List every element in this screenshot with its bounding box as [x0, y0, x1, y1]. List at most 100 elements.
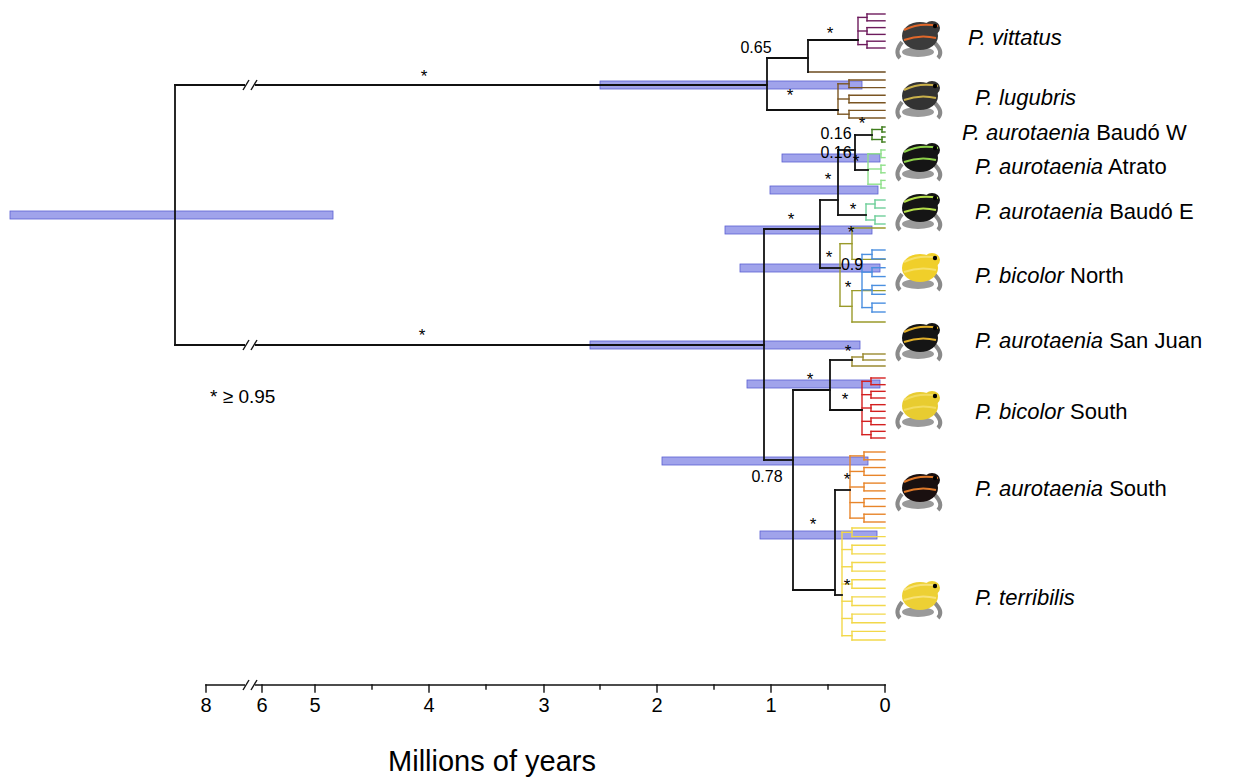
clade-branch: [838, 83, 849, 84]
support-star: *: [419, 327, 426, 346]
frog-stripe: [904, 25, 938, 40]
clade-branch: [842, 532, 852, 533]
clade-branch: [862, 254, 872, 255]
clade-tip: [852, 562, 885, 563]
clade-branch: [866, 203, 875, 204]
species-label: P. aurotaenia Baudó E: [975, 200, 1194, 224]
support-star: *: [844, 471, 851, 490]
clade-branch: [862, 381, 871, 382]
species-label: P. vittatus: [968, 26, 1062, 50]
clade-tip: [864, 467, 885, 468]
frog-icon: [897, 81, 940, 118]
frog-eye: [933, 326, 937, 330]
frog-icon: [897, 253, 940, 290]
clade-tip: [875, 215, 885, 216]
tick-label: 2: [651, 694, 662, 716]
clade-tip: [852, 588, 885, 589]
hpd-bar: [770, 186, 878, 194]
clade-tip: [875, 207, 885, 208]
clade-tip: [849, 117, 885, 118]
clade-tip: [875, 223, 885, 224]
support-star: *: [825, 171, 832, 190]
support-star: *: [859, 115, 866, 134]
branch: [793, 389, 830, 391]
frog-eye: [933, 256, 937, 260]
species-label: P. bicolor South: [975, 400, 1127, 424]
support-star: *: [421, 68, 428, 87]
clade-branch: [842, 635, 852, 636]
clade-tip: [872, 267, 885, 268]
clade-tip: [852, 605, 885, 606]
clade-branch: [850, 502, 864, 503]
axis-tick: [261, 685, 262, 692]
frog-head: [924, 581, 940, 595]
support-star: *: [848, 224, 855, 243]
frog-icon: [897, 473, 940, 510]
clade-tip: [871, 391, 885, 392]
time-axis: [206, 684, 885, 686]
clade-tip: [864, 521, 885, 522]
clade-branch: [840, 306, 852, 307]
clade-branch: [842, 566, 852, 567]
tick-label: 1: [765, 694, 776, 716]
branch: [819, 200, 821, 268]
clade-branch: [842, 601, 852, 602]
frog-stripe: [904, 327, 938, 342]
clade-tip: [867, 47, 885, 48]
clade-branch: [842, 618, 852, 619]
clade-branch: [842, 549, 852, 550]
support-value: 0.16: [820, 144, 851, 162]
branch: [767, 109, 838, 111]
frog-eye: [933, 584, 937, 588]
frog-eye: [933, 146, 937, 150]
frog-head: [924, 391, 940, 405]
clade-tip: [872, 294, 885, 295]
key-note: * ≥ 0.95: [210, 387, 275, 408]
clade-branch: [840, 243, 852, 244]
species-label: P. aurotaenia Baudó W: [962, 121, 1187, 145]
support-value: 0.9: [841, 256, 863, 274]
axis-tick: [543, 685, 544, 692]
clade-tip: [871, 384, 885, 385]
clade-branch: [872, 139, 882, 140]
clade-tip: [871, 404, 885, 405]
hpd-bar: [10, 211, 333, 219]
clade-tip: [849, 87, 885, 88]
support-star: *: [842, 391, 849, 410]
branch: [829, 360, 831, 410]
clade-tip: [872, 276, 885, 277]
clade-branch: [862, 271, 872, 272]
axis-tick: [827, 685, 828, 689]
species-label: P. aurotaenia South: [975, 477, 1167, 501]
clade-tip: [852, 622, 885, 623]
clade-tip: [871, 424, 885, 425]
clade-tip: [872, 285, 885, 286]
frog-icon: [897, 193, 940, 230]
frog-icon: [897, 581, 940, 618]
clade-tip: [864, 451, 885, 452]
clade-branch: [839, 244, 840, 307]
branch: [835, 489, 850, 491]
support-star: *: [827, 25, 834, 44]
frog-stripe: [904, 477, 938, 492]
branch: [792, 390, 794, 590]
axis-tick: [485, 685, 486, 689]
frog-head: [924, 193, 940, 207]
frog-head: [924, 323, 940, 337]
tick-label: 4: [423, 694, 434, 716]
axis-tick: [599, 685, 600, 689]
clade-branch: [850, 471, 864, 472]
clade-branch: [850, 486, 864, 487]
clade-branch: [861, 381, 862, 434]
clade-tip: [882, 141, 885, 142]
frog-eye: [933, 24, 937, 28]
clade-tip: [852, 579, 885, 580]
clade-tip: [872, 311, 885, 312]
branch: [807, 40, 809, 72]
frog-head: [924, 253, 940, 267]
frog-icon: [897, 323, 940, 360]
support-star: *: [844, 577, 851, 596]
branch: [175, 344, 764, 346]
axis-tick: [371, 685, 372, 689]
clade-branch: [867, 154, 868, 184]
